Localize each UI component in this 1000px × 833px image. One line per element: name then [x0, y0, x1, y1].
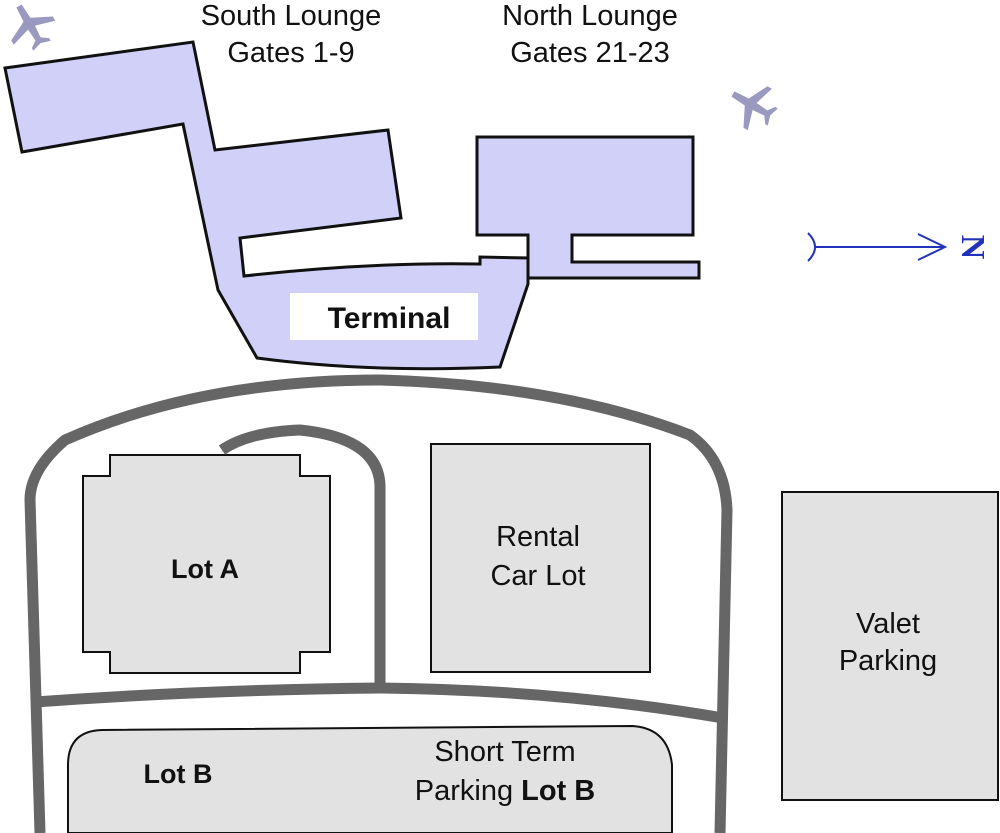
south-lounge-label: South Lounge — [201, 0, 382, 32]
roads — [24, 374, 733, 833]
short-term-parking-label: Parking Lot B — [415, 775, 595, 807]
north-lounge-building — [475, 135, 701, 280]
terminal-label-box — [290, 293, 478, 340]
north-lounge-label: North Lounge — [502, 0, 678, 32]
lot-b-label: Lot B — [144, 759, 213, 789]
rental-car-lot-label: Car Lot — [490, 560, 585, 592]
lot-a-access-road — [218, 424, 386, 690]
south-lounge-gates-label: Gates 1-9 — [227, 37, 354, 69]
cross-road — [34, 682, 724, 724]
terminal-label: Terminal — [328, 302, 451, 335]
north-arrow-icon — [807, 232, 948, 262]
airplane-icon — [731, 86, 778, 131]
valet-label: Valet — [856, 608, 920, 640]
north-lounge-gates-label: Gates 21-23 — [510, 37, 670, 69]
south-lounge-building — [3, 40, 530, 371]
lot-a-label: Lot A — [171, 554, 239, 584]
lot-a — [82, 454, 331, 674]
lot-b — [67, 724, 673, 833]
valet-parking-lot — [781, 491, 999, 801]
short-term-label: Short Term — [434, 736, 575, 768]
valet-parking-label: Parking — [839, 645, 937, 677]
airplane-icon — [11, 4, 56, 51]
outer-loop-road — [24, 374, 733, 833]
rental-car-lot — [430, 443, 651, 673]
north-arrow-label: N — [954, 235, 991, 260]
rental-label: Rental — [496, 521, 580, 553]
